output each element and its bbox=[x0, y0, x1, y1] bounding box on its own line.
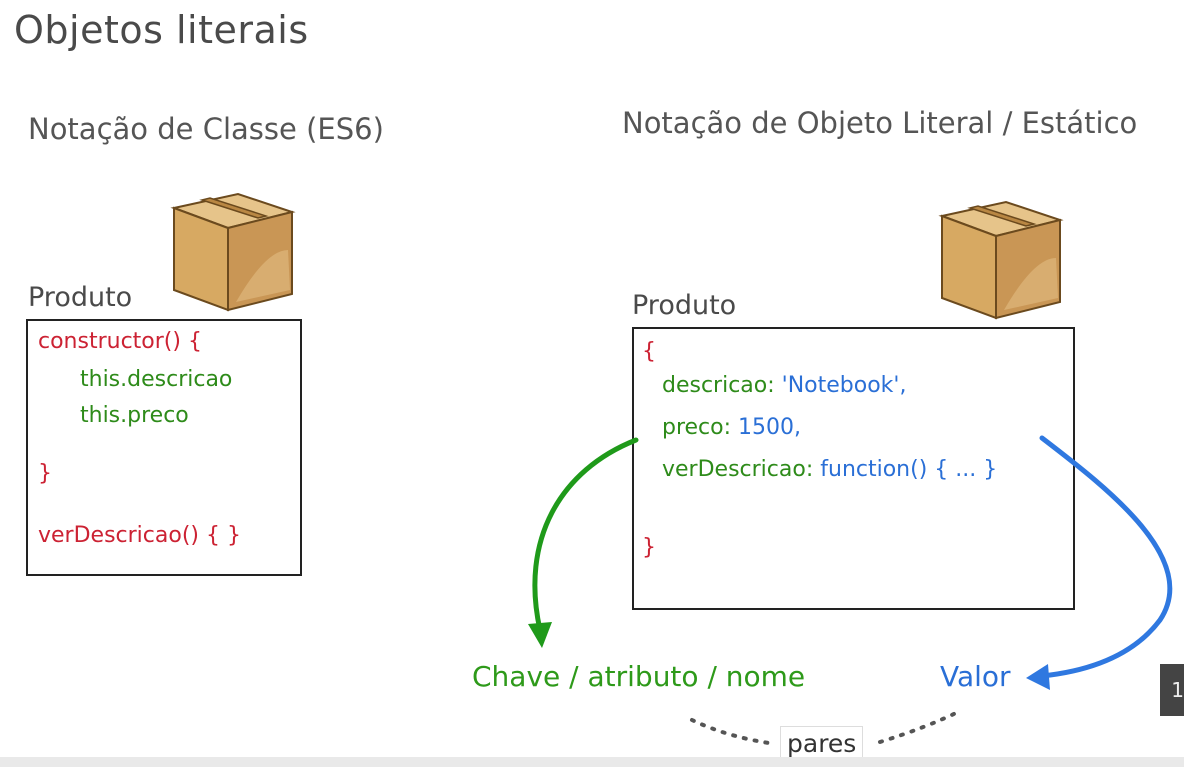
bottom-bar bbox=[0, 757, 1184, 767]
green-arrow bbox=[532, 437, 639, 633]
box-icon-right bbox=[938, 200, 1064, 320]
key-verdescricao: verDescricao: bbox=[662, 457, 814, 482]
code-line-preco: preco: 1500, bbox=[662, 417, 801, 439]
code-line-verdescricao: verDescricao: function() { ... } bbox=[662, 459, 997, 481]
slide-title: Objetos literais bbox=[14, 8, 309, 52]
right-section-heading: Notação de Objeto Literal / Estático bbox=[622, 106, 1138, 140]
constructor-close-brace: } bbox=[38, 461, 52, 486]
open-brace: { bbox=[642, 339, 656, 364]
attribute-descricao: this.descricao bbox=[80, 367, 233, 392]
blue-arrowhead bbox=[1026, 664, 1050, 690]
blue-arrow bbox=[1039, 435, 1173, 679]
class-code-box: constructor() { this.descricao this.prec… bbox=[26, 319, 302, 576]
code-line-descricao: descricao: 'Notebook', bbox=[662, 375, 906, 397]
value-descricao: 'Notebook', bbox=[781, 373, 907, 398]
key-descricao: descricao: bbox=[662, 373, 775, 398]
side-tab[interactable]: 1 bbox=[1160, 664, 1184, 716]
constructor-line: constructor() { bbox=[38, 329, 202, 354]
method-line: verDescricao() { } bbox=[38, 523, 241, 548]
close-brace: } bbox=[642, 535, 656, 560]
key-label: Chave / atributo / nome bbox=[472, 660, 806, 693]
dotted-line-left bbox=[690, 718, 778, 746]
left-section-heading: Notação de Classe (ES6) bbox=[28, 112, 384, 146]
key-preco: preco: bbox=[662, 415, 732, 440]
value-preco: 1500, bbox=[738, 415, 802, 440]
pairs-label: pares bbox=[780, 726, 864, 760]
right-object-name: Produto bbox=[632, 290, 737, 321]
dotted-line-right bbox=[878, 710, 960, 744]
attribute-preco: this.preco bbox=[80, 403, 189, 428]
value-verdescricao: function() { ... } bbox=[820, 457, 998, 482]
green-arrowhead bbox=[528, 622, 552, 648]
box-icon-left bbox=[170, 192, 296, 312]
left-object-name: Produto bbox=[28, 282, 133, 313]
literal-code-box: { descricao: 'Notebook', preco: 1500, ve… bbox=[632, 327, 1075, 610]
value-label: Valor bbox=[940, 660, 1011, 693]
